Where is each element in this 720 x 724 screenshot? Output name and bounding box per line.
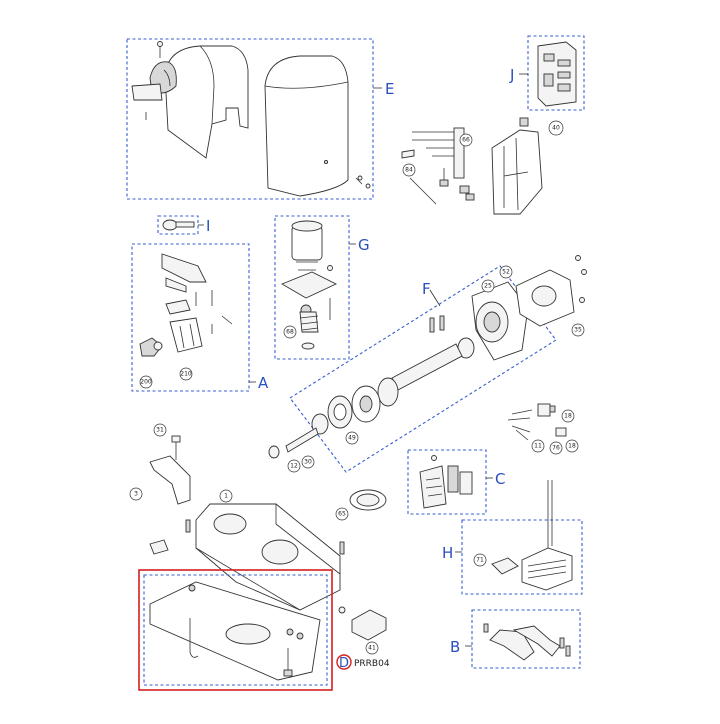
bridge-rectifier <box>491 557 519 575</box>
group-a-label: A <box>258 374 269 392</box>
callout-66: 66 <box>462 137 470 144</box>
group-g-frame <box>274 215 350 360</box>
group-c[interactable]: C <box>407 449 505 515</box>
group-b-frame <box>471 609 581 669</box>
group-j-frame <box>527 35 585 111</box>
callout-84: 84 <box>405 167 413 174</box>
group-d-label: D <box>339 656 349 671</box>
callout-65: 65 <box>338 511 346 518</box>
worm-screw <box>299 311 319 333</box>
callout-3: 3 <box>134 491 138 498</box>
group-c-label: C <box>495 470 505 488</box>
base-casing[interactable]: 1 65 41 <box>149 489 387 655</box>
group-b[interactable]: B <box>450 609 581 669</box>
group-f[interactable]: F 25 49 30 12 <box>268 265 557 473</box>
group-e-frame <box>126 38 374 200</box>
callout-71: 71 <box>476 557 484 564</box>
group-b-label: B <box>450 638 460 656</box>
front-cover <box>164 45 249 159</box>
callout-1: 1 <box>224 493 228 500</box>
cap-41 <box>351 609 387 641</box>
callout-31: 31 <box>156 427 164 434</box>
callout-18-top: 18 <box>564 413 572 420</box>
motor-flange <box>280 271 338 299</box>
mounting-bracket <box>453 127 465 179</box>
callout-18-bottom: 18 <box>568 443 576 450</box>
release-handle <box>149 455 191 505</box>
release-key <box>162 219 178 231</box>
group-d-highlight-frame <box>138 569 333 691</box>
group-d-highlight-circle <box>336 654 352 670</box>
group-f-label: F <box>422 280 431 298</box>
group-j[interactable]: J <box>509 35 585 111</box>
group-i[interactable]: I <box>157 215 210 235</box>
group-j-label: J <box>509 66 514 84</box>
callout-35: 35 <box>574 327 582 334</box>
group-d[interactable]: D PRRB04 <box>138 569 390 691</box>
callout-68: 68 <box>286 329 294 336</box>
gear-small <box>377 377 399 407</box>
group-g-label: G <box>358 236 370 254</box>
callout-25: 25 <box>484 283 492 290</box>
callout-11: 11 <box>534 443 542 450</box>
lock-body <box>169 317 203 353</box>
group-i-label: I <box>206 217 210 235</box>
group-h[interactable]: H 71 <box>442 480 583 595</box>
main-housing-cover <box>264 55 349 197</box>
callout-12: 12 <box>290 463 298 470</box>
group-e-label: E <box>385 80 394 98</box>
logo-plate <box>131 83 163 101</box>
callout-210: 210 <box>180 371 192 378</box>
callout-200: 200 <box>140 379 152 386</box>
group-i-frame <box>157 215 199 235</box>
callout-41: 41 <box>368 645 376 652</box>
group-e[interactable]: E <box>126 38 394 200</box>
group-h-frame <box>461 519 583 595</box>
bracket-left <box>489 629 535 661</box>
gear-cover-35[interactable]: 52 35 <box>499 255 587 337</box>
group-g[interactable]: G 68 <box>274 215 370 360</box>
group-c-frame <box>407 449 487 515</box>
limit-switch-parts[interactable]: 18 11 76 18 <box>507 403 579 455</box>
part-code-label: PRRB04 <box>354 659 390 669</box>
group-h-label: H <box>442 544 453 562</box>
callout-52: 52 <box>502 269 510 276</box>
callout-30: 30 <box>304 459 312 466</box>
limit-switch <box>537 403 551 417</box>
callout-76: 76 <box>552 445 560 452</box>
group-a[interactable]: A 200 210 <box>131 243 269 392</box>
release-lever <box>161 253 207 283</box>
output-shaft <box>391 343 463 391</box>
limit-bracket-parts[interactable]: 66 84 40 <box>401 117 564 215</box>
callout-49: 49 <box>348 435 356 442</box>
release-handle-parts[interactable]: 31 3 <box>129 423 191 505</box>
group-d-frame <box>143 574 328 686</box>
callout-40: 40 <box>552 125 560 132</box>
group-f-frame <box>289 265 557 473</box>
